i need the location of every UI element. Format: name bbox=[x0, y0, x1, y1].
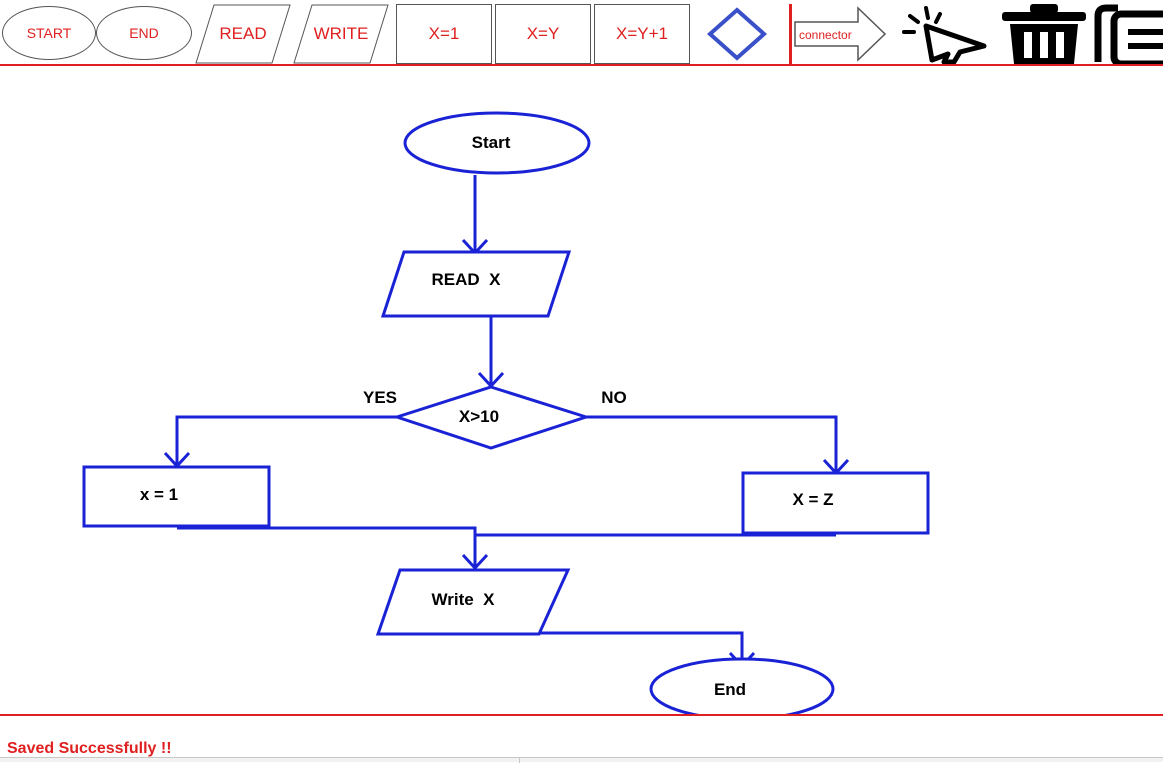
connector-yes-merge[interactable] bbox=[177, 526, 477, 568]
cursor-click-icon[interactable] bbox=[896, 4, 992, 64]
flowchart-canvas[interactable]: Start READ X X>10 YES NO x = 1 X = Z Wri… bbox=[0, 68, 1163, 714]
start-shape-tool-label: START bbox=[26, 25, 72, 41]
connector-merge-write-head bbox=[461, 553, 489, 571]
end-node-label: End bbox=[714, 680, 746, 699]
no-process-label: X = Z bbox=[792, 490, 833, 509]
start-shape-tool[interactable]: START bbox=[2, 6, 96, 60]
assign-xy-tool-label: X=Y bbox=[526, 24, 560, 43]
yes-branch-label: YES bbox=[363, 388, 397, 407]
trash-icon[interactable] bbox=[998, 2, 1090, 66]
write-node[interactable] bbox=[375, 568, 571, 636]
connector-yes-branch[interactable] bbox=[175, 415, 400, 466]
yes-process-node[interactable] bbox=[82, 465, 271, 528]
write-shape-tool-label: WRITE bbox=[314, 24, 369, 43]
connector-no-branch[interactable] bbox=[585, 415, 838, 473]
diamond-icon[interactable] bbox=[706, 6, 768, 62]
status-message: Saved Successfully !! bbox=[7, 740, 172, 757]
end-node[interactable] bbox=[649, 657, 835, 714]
start-node-label: Start bbox=[472, 133, 511, 152]
connector-write-end[interactable] bbox=[538, 631, 744, 666]
arrow-connector-icon[interactable]: connector bbox=[794, 6, 888, 62]
assign-xy1-tool[interactable]: X=Y+1 bbox=[594, 4, 690, 64]
no-branch-label: NO bbox=[601, 388, 627, 407]
write-node-label: Write X bbox=[432, 590, 496, 609]
underlying-window-strip bbox=[0, 757, 1163, 763]
write-shape-tool[interactable]: WRITE bbox=[292, 4, 390, 64]
end-shape-tool-label: END bbox=[129, 25, 159, 41]
assign-x1-tool-label: X=1 bbox=[428, 24, 460, 43]
decision-node[interactable] bbox=[392, 385, 591, 450]
assign-x1-tool[interactable]: X=1 bbox=[396, 4, 492, 64]
yes-process-label: x = 1 bbox=[140, 485, 178, 504]
no-process-node[interactable] bbox=[741, 471, 930, 535]
underlying-window-divider bbox=[519, 758, 520, 763]
status-bar: Saved Successfully !! bbox=[0, 714, 1163, 762]
end-shape-tool[interactable]: END bbox=[96, 6, 192, 60]
start-node[interactable] bbox=[403, 111, 591, 175]
read-node-label: READ X bbox=[432, 270, 502, 289]
read-node[interactable] bbox=[380, 250, 572, 318]
read-shape-tool[interactable]: READ bbox=[194, 4, 292, 64]
connector-tool-label: connector bbox=[799, 28, 852, 42]
decision-node-label: X>10 bbox=[459, 407, 499, 426]
assign-xy-tool[interactable]: X=Y bbox=[495, 4, 591, 64]
toolbar: START END READ WRITE X=1 X=Y X=Y+1 conne… bbox=[0, 0, 1163, 66]
read-shape-tool-label: READ bbox=[219, 24, 266, 43]
copy-icon[interactable] bbox=[1094, 4, 1163, 64]
assign-xy1-tool-label: X=Y+1 bbox=[616, 24, 668, 43]
toolbar-separator bbox=[789, 4, 792, 64]
